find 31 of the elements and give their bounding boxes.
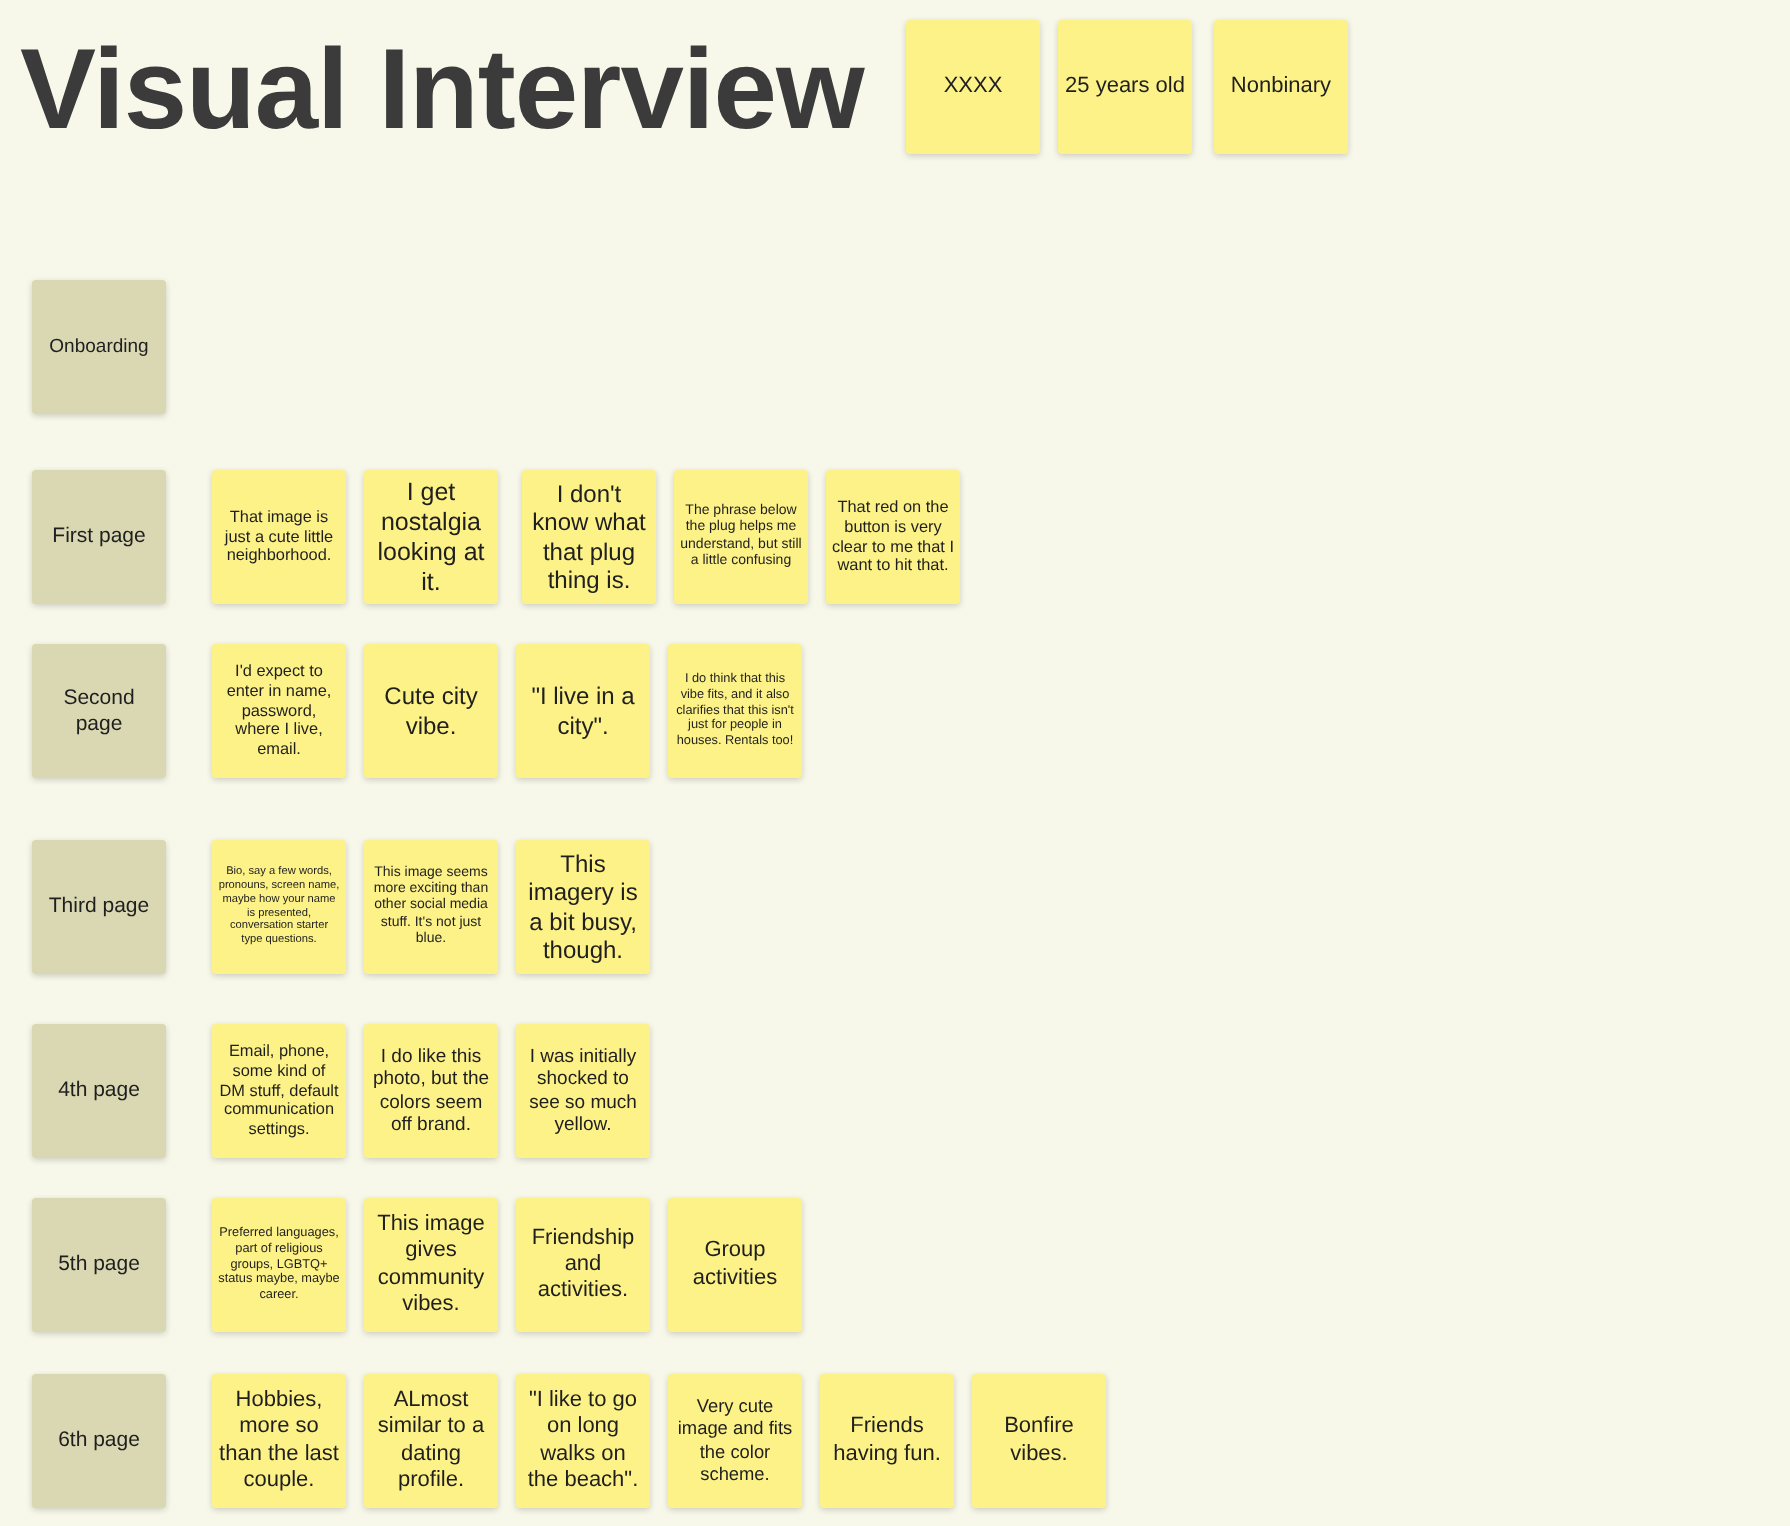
sticky-note: That red on the button is very clear to me that I want to hit that. [826,470,960,604]
sticky-note: Friends having fun. [820,1374,954,1508]
sticky-note: 5th page [32,1198,166,1332]
sticky-note: Onboarding [32,280,166,414]
sticky-note: First page [32,470,166,604]
title: Visual Interview [20,24,864,158]
sticky-note: This image gives community vibes. [364,1198,498,1332]
sticky-note: ALmost similar to a dating profile. [364,1374,498,1508]
sticky-note: Friendship and activities. [516,1198,650,1332]
sticky-note: I do like this photo, but the colors seem off brand. [364,1024,498,1158]
sticky-note: Cute city vibe. [364,644,498,778]
sticky-note: I'd expect to enter in name, password, where I live, email. [212,644,346,778]
sticky-note: This imagery is a bit busy, though. [516,840,650,974]
sticky-note: 6th page [32,1374,166,1508]
sticky-note: Nonbinary [1214,20,1348,154]
sticky-note: Hobbies, more so than the last couple. [212,1374,346,1508]
sticky-note: I get nostalgia looking at it. [364,470,498,604]
sticky-note: Second page [32,644,166,778]
sticky-note: That image is just a cute little neighborhood. [212,470,346,604]
sticky-note: "I live in a city". [516,644,650,778]
sticky-note: Group activities [668,1198,802,1332]
sticky-note: 25 years old [1058,20,1192,154]
sticky-note: "I like to go on long walks on the beach". [516,1374,650,1508]
sticky-note: Very cute image and fits the color scheme. [668,1374,802,1508]
sticky-note: Third page [32,840,166,974]
sticky-note: XXXX [906,20,1040,154]
sticky-note: 4th page [32,1024,166,1158]
sticky-note: Email, phone, some kind of DM stuff, default communication settings. [212,1024,346,1158]
sticky-note: Bonfire vibes. [972,1374,1106,1508]
sticky-note: I don't know what that plug thing is. [522,470,656,604]
sticky-note: I was initially shocked to see so much yellow. [516,1024,650,1158]
